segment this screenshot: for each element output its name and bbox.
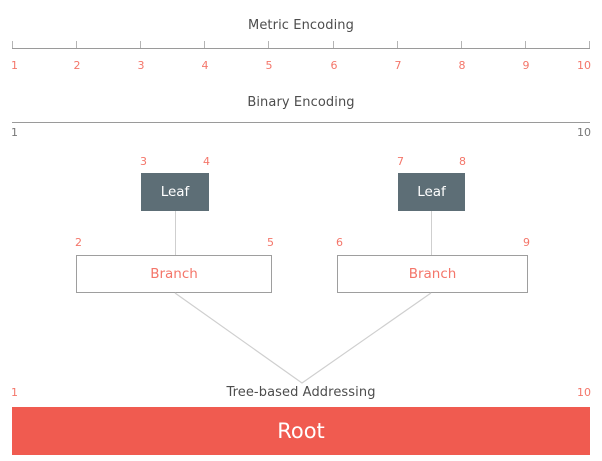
branch-right-start-label: 6	[336, 236, 343, 249]
metric-scale-label-8: 8	[458, 59, 466, 72]
node-branch-right[interactable]: Branch	[337, 255, 528, 293]
connector-leaf-right-to-branch-right	[431, 211, 432, 255]
node-leaf-right[interactable]: Leaf	[398, 173, 465, 211]
metric-scale-label-4: 4	[201, 59, 209, 72]
node-branch-left-label: Branch	[150, 266, 198, 282]
node-leaf-right-label: Leaf	[417, 184, 446, 200]
node-root-label: Root	[277, 419, 325, 443]
metric-tick-7	[397, 41, 398, 48]
tree-end-label: 10	[577, 386, 591, 399]
metric-scale-label-10: 10	[577, 59, 591, 72]
metric-tick-10	[589, 41, 590, 48]
metric-tick-2	[76, 41, 77, 48]
leaf-right-end-label: 8	[459, 155, 466, 168]
connector-v-path	[174, 292, 432, 384]
metric-scale-label-1: 1	[11, 59, 18, 72]
leaf-left-end-label: 4	[203, 155, 210, 168]
binary-ruler-line	[12, 122, 590, 123]
metric-tick-9	[525, 41, 526, 48]
metric-scale-label-9: 9	[522, 59, 530, 72]
branch-right-end-label: 9	[523, 236, 530, 249]
node-leaf-left[interactable]: Leaf	[141, 173, 209, 211]
metric-tick-1	[12, 41, 13, 48]
metric-tick-3	[140, 41, 141, 48]
branch-left-end-label: 5	[267, 236, 274, 249]
metric-encoding-title: Metric Encoding	[248, 18, 354, 33]
leaf-right-start-label: 7	[397, 155, 404, 168]
binary-start-label: 1	[11, 126, 18, 139]
metric-scale-label-3: 3	[137, 59, 145, 72]
node-branch-left[interactable]: Branch	[76, 255, 272, 293]
tree-addressing-title: Tree-based Addressing	[226, 385, 376, 400]
metric-scale-label-6: 6	[330, 59, 338, 72]
node-branch-right-label: Branch	[408, 266, 457, 282]
metric-tick-4	[204, 41, 205, 48]
binary-encoding-title: Binary Encoding	[247, 95, 355, 110]
tree-start-label: 1	[11, 386, 18, 399]
metric-scale-label-5: 5	[265, 59, 273, 72]
node-leaf-left-label: Leaf	[160, 184, 190, 200]
branch-left-start-label: 2	[75, 236, 82, 249]
metric-ruler-line	[12, 48, 590, 49]
metric-scale-label-2: 2	[73, 59, 81, 72]
metric-tick-6	[333, 41, 334, 48]
metric-tick-8	[461, 41, 462, 48]
binary-end-label: 10	[577, 126, 591, 139]
connector-leaf-left-to-branch-left	[175, 211, 176, 255]
leaf-left-start-label: 3	[140, 155, 147, 168]
node-root[interactable]: Root	[12, 407, 590, 455]
metric-scale-label-7: 7	[394, 59, 402, 72]
metric-tick-5	[268, 41, 269, 48]
